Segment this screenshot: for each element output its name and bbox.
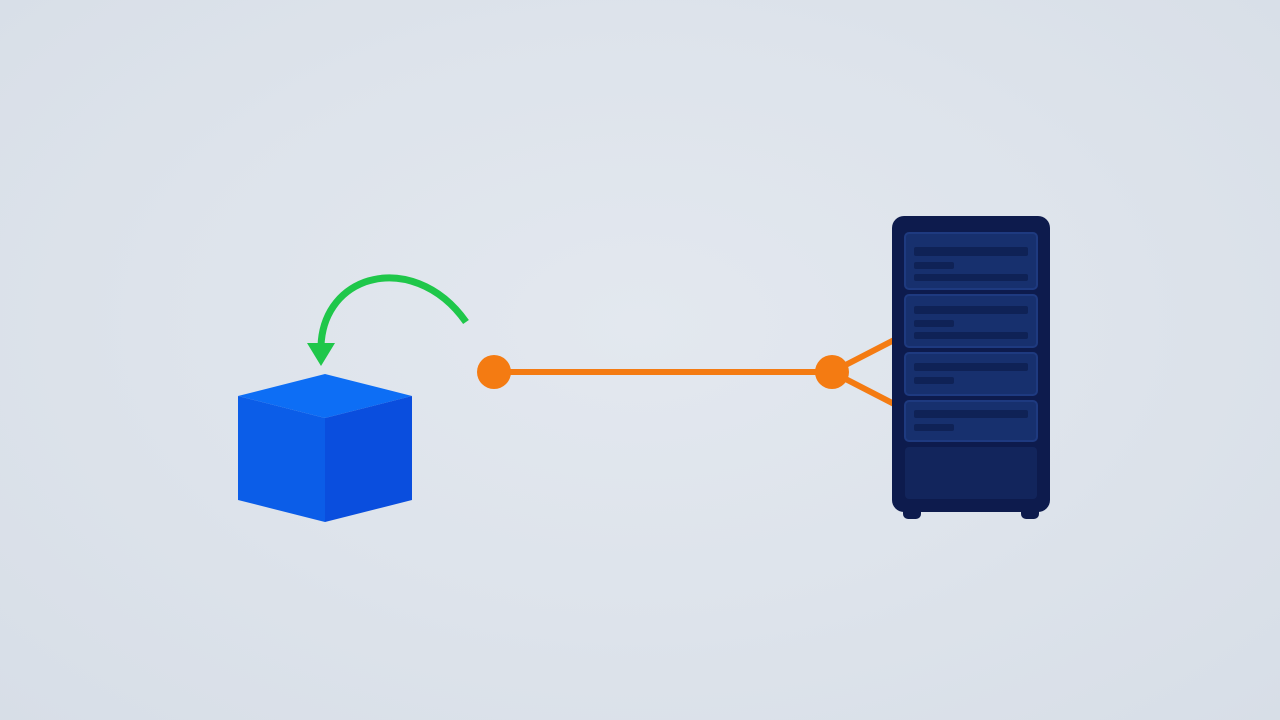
cube-left-face xyxy=(238,396,325,522)
connector-start-dot[interactable] xyxy=(477,355,511,389)
cube-icon[interactable] xyxy=(238,374,412,522)
server-unit xyxy=(904,294,1038,348)
server-unit xyxy=(904,400,1038,442)
return-arrow-head xyxy=(307,343,335,366)
connector-end-dot[interactable] xyxy=(815,355,849,389)
curved-return-arrow-icon xyxy=(307,274,469,366)
server-unit xyxy=(904,232,1038,290)
return-arrow-arc xyxy=(317,274,469,347)
server-rack-icon[interactable] xyxy=(892,216,1050,519)
cube-right-face xyxy=(325,396,412,522)
connector-edge xyxy=(477,335,900,409)
server-unit xyxy=(904,352,1038,396)
server-base-panel xyxy=(905,447,1037,499)
